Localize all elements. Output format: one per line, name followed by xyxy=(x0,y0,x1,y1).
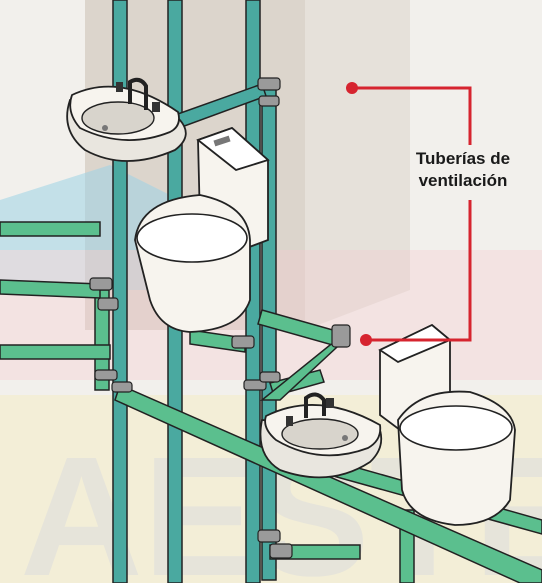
pipe-elbow-icon xyxy=(257,77,281,91)
washbasin-icon xyxy=(259,392,383,479)
vent-connector-basin xyxy=(189,329,246,353)
washbasin-icon xyxy=(66,77,187,162)
pipe-elbow-icon xyxy=(258,95,280,107)
pipe-elbow-icon xyxy=(97,297,119,311)
pipe-elbow-icon xyxy=(94,369,118,381)
pipe-elbow-icon xyxy=(257,529,281,543)
pipe-elbow-icon xyxy=(269,543,293,559)
callout-leader xyxy=(346,82,472,346)
drain-branch-mid xyxy=(0,279,101,299)
callout-label-line1: Tuberías de xyxy=(415,149,511,168)
fittings xyxy=(89,77,351,559)
callout-label-line2: ventilación xyxy=(418,171,508,190)
toilet-icon xyxy=(134,126,270,333)
pipe-elbow-icon xyxy=(111,381,133,393)
pipe-elbow-icon xyxy=(89,277,113,291)
pipe-elbow-icon xyxy=(331,324,351,348)
vent-riser xyxy=(261,79,277,581)
callout-label: Tuberías de ventilación xyxy=(388,148,538,192)
callout-dot-bottom xyxy=(360,334,372,346)
drain-branch-low xyxy=(0,344,111,360)
drain-branch-top xyxy=(0,221,101,237)
pipe-elbow-icon xyxy=(259,371,281,383)
callout-dot-top xyxy=(346,82,358,94)
toilet-icon xyxy=(378,323,516,526)
pipe-elbow-icon xyxy=(243,379,267,391)
side-wall xyxy=(305,0,410,330)
pipe-elbow-icon xyxy=(231,335,255,349)
